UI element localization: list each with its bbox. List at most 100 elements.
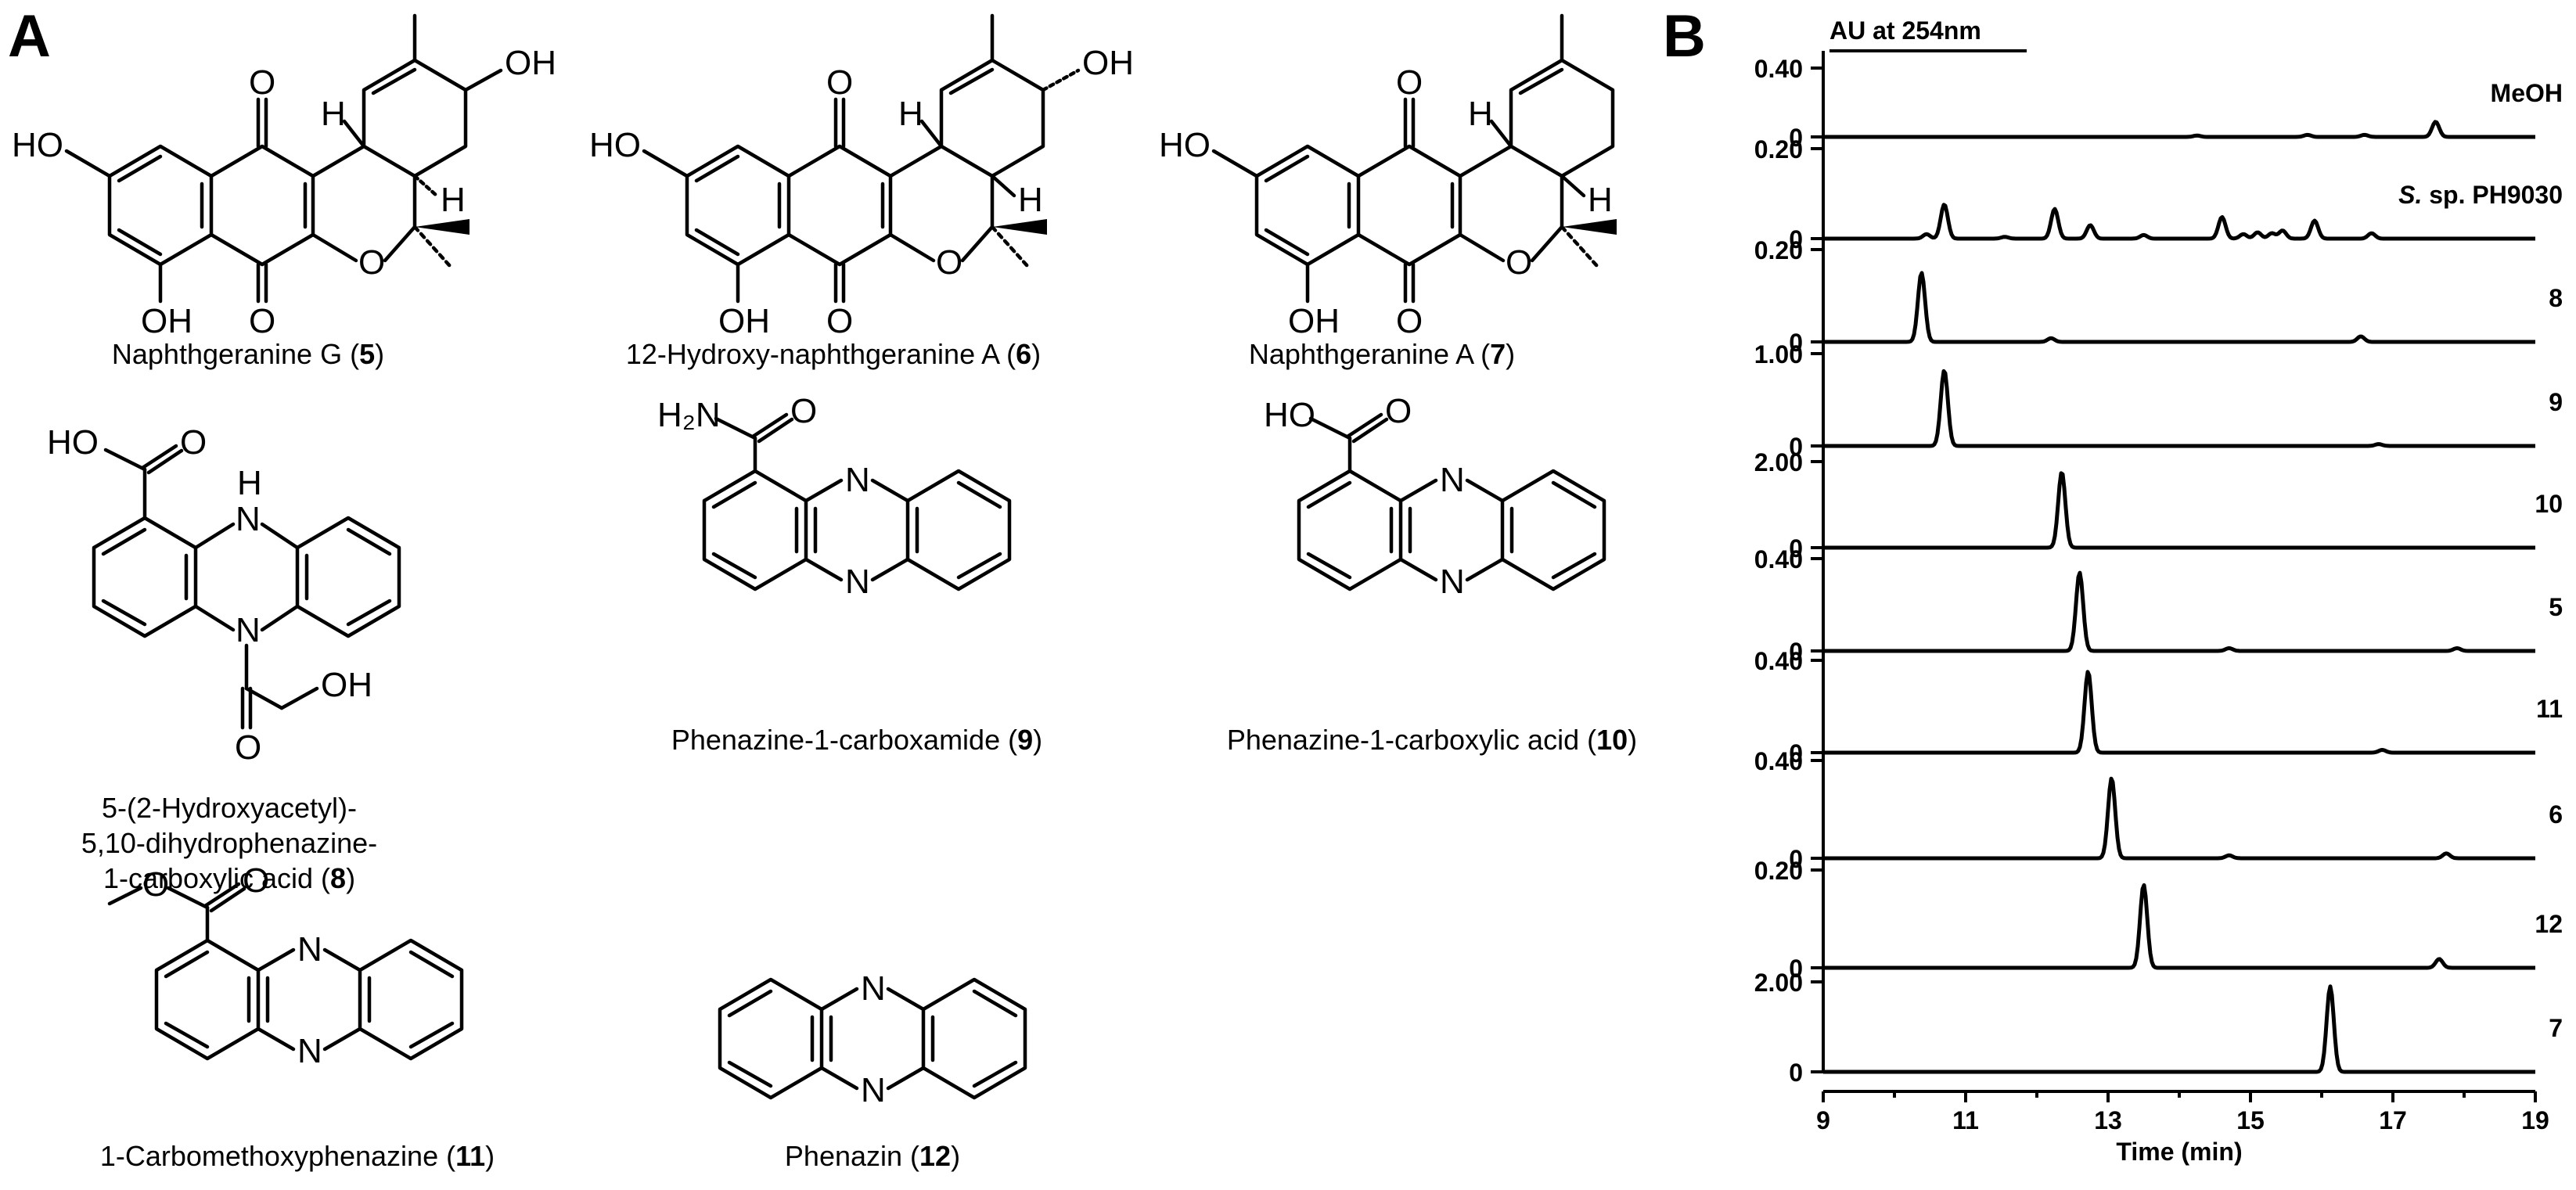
nitrogen-label: N: [861, 969, 886, 1008]
hydrogen-label: H: [898, 95, 923, 133]
ester-oxygen-label: O: [142, 865, 169, 904]
structure-12-hydroxy-naphthgeranine-a: O O O HO OH OH H H 12-Hydroxy-naphthgera…: [589, 16, 1134, 370]
amine-label: H₂N: [657, 396, 721, 434]
oxo-label: O: [180, 423, 207, 462]
trace-label: 10: [2535, 490, 2563, 518]
y-zero-label: 0: [1789, 124, 1803, 152]
y-zero-label: 0: [1789, 845, 1803, 873]
chromatogram-trace: [1822, 670, 2536, 755]
y-max-label: 0.40: [1754, 747, 1803, 775]
oxo-label: O: [826, 302, 853, 340]
y-zero-label: 0: [1789, 638, 1803, 666]
hydroxyl-label: OH: [718, 302, 770, 340]
oxo-label: O: [235, 728, 261, 767]
hydroxyl-label: OH: [141, 302, 192, 340]
y-zero-label: 0: [1789, 1059, 1803, 1087]
chromatogram-trace: [1822, 369, 2536, 448]
compound-name-12: Phenazin (12): [785, 1140, 960, 1172]
x-tick-label: 13: [2094, 1106, 2122, 1134]
nitrogen-label: N: [1440, 461, 1465, 499]
nitrogen-label: N: [236, 500, 261, 538]
x-tick-label: 11: [1952, 1106, 1979, 1134]
structure-compound-11: O O N N 1-Carbomethoxyphenazine (11): [100, 861, 495, 1172]
trace-label: 11: [2536, 695, 2563, 723]
chromatogram-trace: [1822, 776, 2536, 861]
nitrogen-label: N: [845, 563, 870, 601]
chromatogram-trace: [1822, 984, 2536, 1074]
trace-label: 6: [2549, 800, 2563, 829]
chromatogram-trace: [1822, 203, 2536, 241]
trace-label: S. sp. PH9030: [2398, 181, 2563, 209]
y-max-label: 0.40: [1754, 647, 1803, 675]
y-zero-label: 0: [1789, 955, 1803, 983]
structure-naphthgeranine-a: O O O HO OH H H Naphthgeranine A (7): [1159, 16, 1617, 370]
ring-oxygen-label: O: [1506, 243, 1532, 282]
chromatogram-trace: [1822, 883, 2536, 970]
nitrogen-label: N: [845, 461, 870, 499]
x-tick-label: 9: [1816, 1106, 1830, 1134]
hydrogen-label: H: [237, 464, 262, 502]
nitrogen-label: N: [1440, 563, 1465, 601]
nitrogen-label: N: [297, 1032, 322, 1070]
oxo-label: O: [249, 63, 275, 102]
hydrogen-label: H: [441, 181, 466, 219]
nitrogen-label: N: [297, 930, 322, 969]
structure-naphthgeranine-g: O O O HO OH OH H H Naphthgeranine G (5): [12, 16, 556, 370]
compound-name-line: 5-(2-Hydroxyacetyl)-: [102, 792, 357, 824]
structure-compound-8: HO O H N N O OH 5-(2-Hydroxyacetyl)- 5,1…: [47, 423, 401, 894]
y-zero-label: 0: [1789, 433, 1803, 461]
y-max-label: 2.00: [1754, 448, 1803, 476]
y-max-label: 1.00: [1754, 340, 1803, 369]
oxo-label: O: [790, 392, 817, 430]
trace-label: 7: [2549, 1014, 2563, 1042]
hydroxyl-label: HO: [589, 126, 641, 164]
oxo-label: O: [243, 861, 269, 900]
chromatogram-trace: [1822, 471, 2536, 550]
scale-bar-label: AU at 254nm: [1829, 16, 1981, 45]
y-zero-label: 0: [1789, 225, 1803, 253]
ring-oxygen-label: O: [936, 243, 962, 282]
compound-name-6: 12-Hydroxy-naphthgeranine A (6): [626, 338, 1041, 370]
compound-name-10: Phenazine-1-carboxylic acid (10): [1227, 724, 1637, 756]
chromatogram-trace: [1822, 120, 2536, 139]
trace-label: 9: [2549, 388, 2563, 416]
x-tick-label: 15: [2236, 1106, 2265, 1134]
hydrogen-label: H: [1018, 181, 1043, 219]
hydroxyl-label: HO: [1159, 126, 1211, 164]
y-zero-label: 0: [1789, 739, 1803, 768]
compound-name-5: Naphthgeranine G (5): [112, 338, 384, 370]
chromatogram-trace: [1822, 271, 2536, 344]
trace-label: 12: [2535, 910, 2563, 938]
structure-compound-12: N N Phenazin (12): [720, 969, 1025, 1172]
compound-name-line: 5,10-dihydrophenazine-: [81, 827, 377, 859]
oxo-label: O: [1385, 392, 1412, 430]
trace-label: MeOH: [2491, 79, 2563, 107]
trace-label: 8: [2549, 284, 2563, 312]
structure-compound-10: HO O N N Phenazine-1-carboxylic acid (10…: [1227, 392, 1637, 756]
y-max-label: 2.00: [1754, 969, 1803, 997]
nitrogen-label: N: [236, 611, 261, 649]
y-max-label: 0.20: [1754, 135, 1803, 164]
compound-name-9: Phenazine-1-carboxamide (9): [671, 724, 1042, 756]
hydroxyl-label: OH: [1288, 302, 1340, 340]
panel-b-letter: B: [1663, 3, 1706, 70]
hydroxyl-label: HO: [47, 423, 99, 462]
chromatogram-trace: [1822, 570, 2536, 653]
hydroxyl-label: OH: [321, 666, 372, 704]
oxo-label: O: [1396, 302, 1423, 340]
hydroxyl-label: OH: [1082, 44, 1134, 82]
x-tick-label: 19: [2521, 1106, 2549, 1134]
hydrogen-label: H: [1588, 181, 1613, 219]
hydroxyl-label: HO: [1264, 396, 1315, 434]
hydroxyl-label: HO: [12, 126, 63, 164]
hydroxyl-label: OH: [505, 44, 556, 82]
compound-name-7: Naphthgeranine A (7): [1249, 338, 1515, 370]
hydrogen-label: H: [321, 95, 346, 133]
structure-compound-9: H₂N O N N Phenazine-1-carboxamide (9): [657, 392, 1042, 756]
oxo-label: O: [1396, 63, 1423, 102]
oxo-label: O: [826, 63, 853, 102]
y-max-label: 0.20: [1754, 236, 1803, 264]
panel-a-letter: A: [8, 3, 51, 70]
